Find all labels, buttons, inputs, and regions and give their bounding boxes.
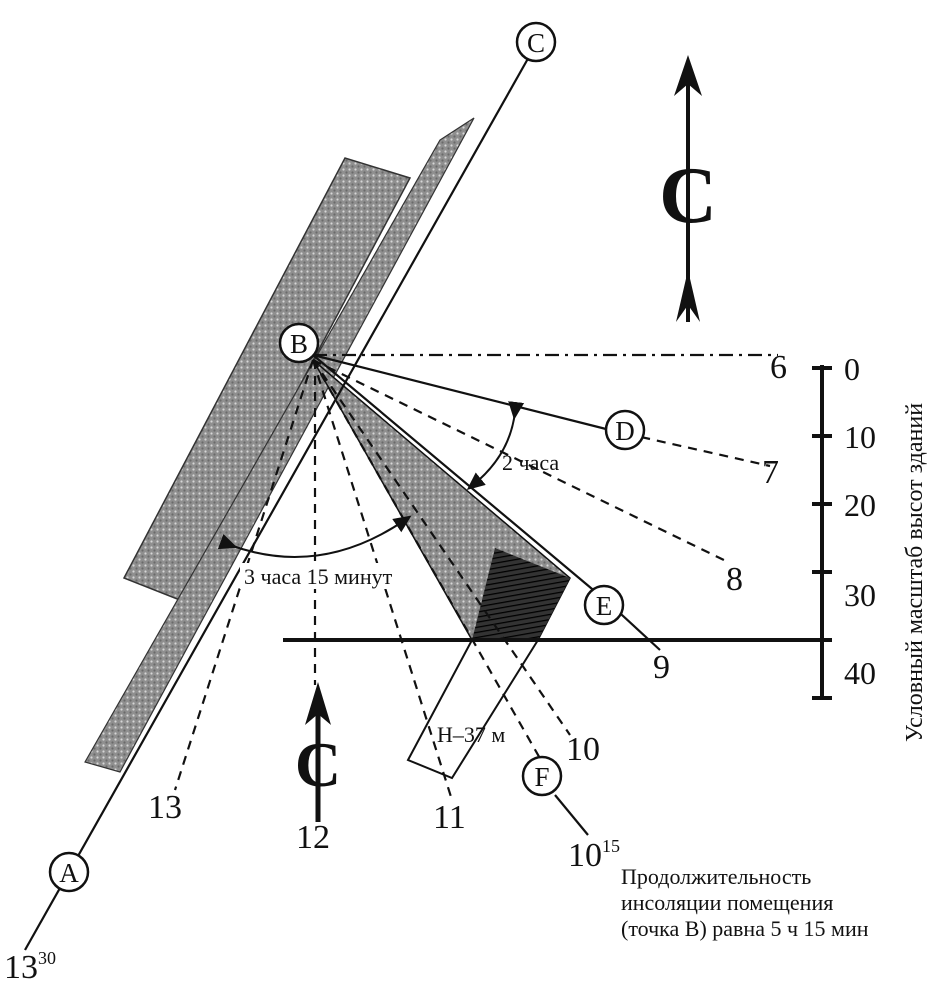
hour-label-6: 6 [770, 349, 787, 386]
scale-tick-0: 0 [844, 351, 860, 387]
north-arrow-bottom: С [295, 682, 341, 822]
ray-b-d [312, 353, 611, 432]
ray-f-end [554, 794, 589, 836]
hour-label-9: 9 [653, 649, 670, 686]
hour-label-8: 8 [726, 561, 743, 598]
svg-text:D: D [615, 416, 635, 446]
hour-label-11: 11 [433, 799, 466, 836]
start-time-label: 1015 [568, 836, 620, 874]
hour-line-10 [312, 359, 571, 736]
height-scale-title: Условный масштаб высот зданий [902, 402, 928, 742]
point-f: F [521, 755, 563, 797]
point-a: A [48, 851, 90, 893]
point-d: D [604, 409, 646, 451]
opposing-building [406, 639, 540, 780]
building-footprint [84, 117, 475, 773]
hour-line-10-15 [312, 359, 559, 791]
note-line-1: Продолжительность [621, 864, 812, 889]
ray-b-e [312, 354, 611, 605]
north-symbol-top: С [659, 152, 717, 240]
arc-2-hours [466, 401, 525, 491]
insolation-note: Продолжительность инсоляции помещения (т… [621, 864, 869, 942]
hour-label-7: 7 [762, 454, 779, 491]
note-line-3: (точка В) равна 5 ч 15 мин [621, 916, 869, 941]
point-b: B [278, 322, 320, 364]
north-arrow-top: С [659, 55, 717, 322]
scale-tick-20: 20 [844, 487, 876, 523]
svg-text:B: B [290, 329, 308, 359]
shadow-sector [312, 359, 571, 641]
point-c: C [515, 21, 557, 63]
svg-text:E: E [596, 591, 613, 621]
point-e: E [583, 584, 625, 626]
note-line-2: инсоляции помещения [621, 890, 834, 915]
end-time-label: 1330 [4, 948, 56, 986]
line-a-c [24, 54, 531, 951]
north-symbol-bottom: С [295, 729, 341, 800]
building-height-label: Н–37 м [437, 722, 505, 747]
hour-label-13: 13 [148, 789, 182, 826]
height-scale: 0 10 20 30 40 [812, 351, 876, 700]
arc-3-hours-15 [217, 515, 412, 558]
hour-label-12: 12 [296, 819, 330, 856]
scale-tick-30: 30 [844, 577, 876, 613]
svg-text:C: C [527, 28, 545, 58]
hour-line-7 [609, 428, 771, 468]
interval-2-hours-label: 2 часа [502, 450, 559, 475]
scale-tick-10: 10 [844, 419, 876, 455]
svg-text:A: A [59, 858, 79, 888]
scale-tick-40: 40 [844, 655, 876, 691]
interval-3-hours-label: 3 часа 15 минут [244, 564, 393, 589]
svg-text:F: F [534, 762, 549, 792]
hour-label-10: 10 [566, 731, 600, 768]
